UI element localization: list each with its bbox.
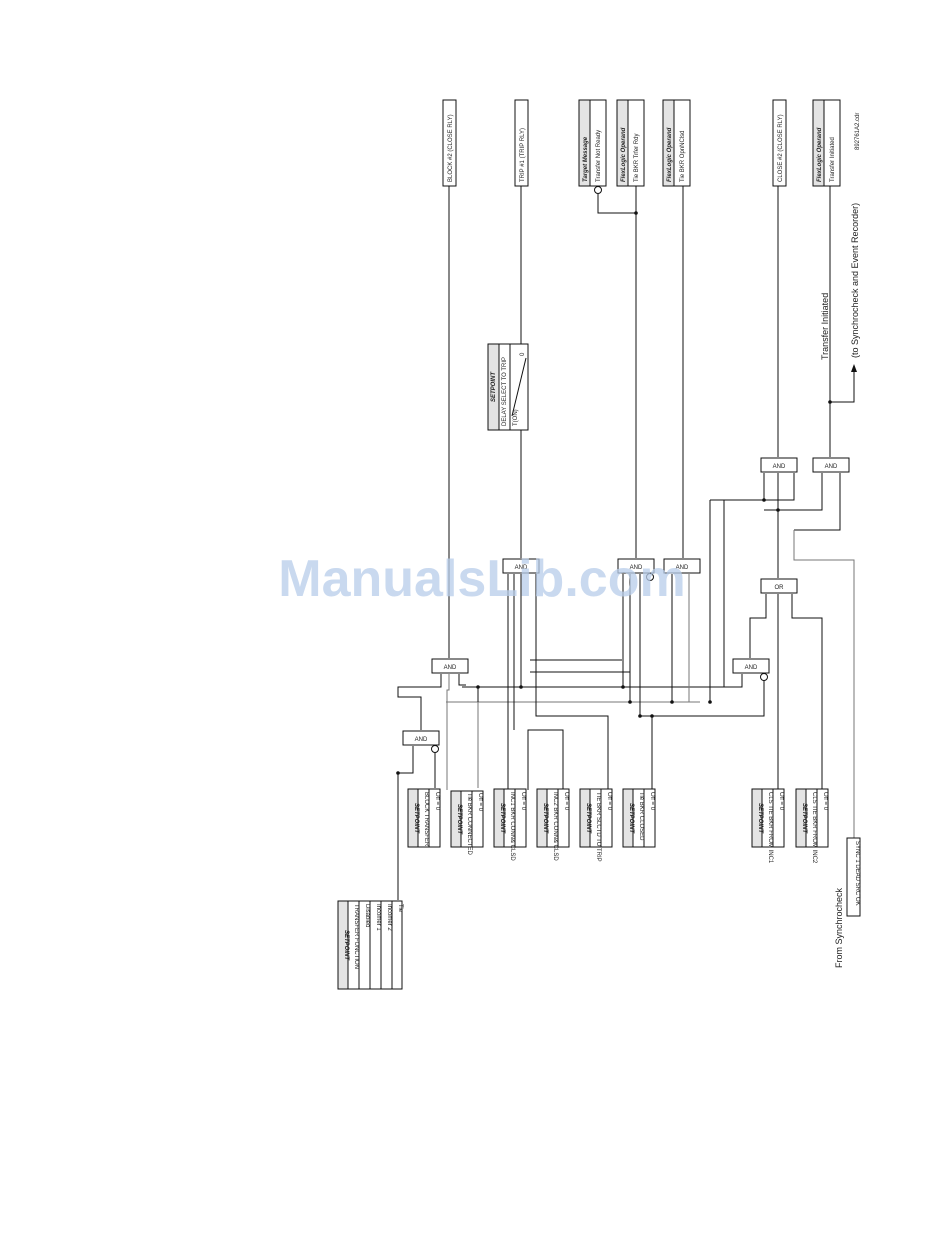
svg-text:AND: AND: [825, 464, 838, 470]
svg-text:SETPOINT: SETPOINT: [491, 371, 497, 402]
wires: [397, 186, 857, 900]
svg-text:Off = 0: Off = 0: [778, 792, 784, 811]
svg-text:CLOSE #2 (CLOSE RLY): CLOSE #2 (CLOSE RLY): [778, 114, 784, 182]
svg-text:Off = 0: Off = 0: [822, 792, 828, 811]
svg-text:Incomer 2: Incomer 2: [386, 904, 392, 931]
setpoint-tie-bkr-closed: SETPOINT Tie BKR CLOSED Off = 0: [622, 788, 656, 848]
setpoint-inc2-bkr: SETPOINT INC2 BKR CONN& CLSD Off = 0: [536, 788, 570, 861]
svg-text:BLOCK #2 (CLOSE RLY): BLOCK #2 (CLOSE RLY): [448, 114, 454, 182]
output-transfer-initiated: FlexLogic Operand Transfer Initiated: [812, 99, 841, 187]
svg-text:Transfer Not Ready: Transfer Not Ready: [596, 130, 602, 182]
setpoint-cls-tie-inc1: SETPOINT CLS TIE BKR FROM INC1 Off = 0: [751, 788, 785, 864]
svg-text:AND: AND: [515, 565, 528, 571]
setpoint-transfer-function: SETPOINT TRANSFER FUNCTION Disabled Inco…: [337, 900, 403, 990]
svg-text:AND: AND: [676, 565, 689, 571]
svg-text:Off = 0: Off = 0: [649, 792, 655, 811]
svg-text:0: 0: [520, 352, 526, 356]
svg-text:Tie BKR CONNECTED: Tie BKR CONNECTED: [466, 793, 472, 855]
svg-text:CLS TIE BKR FROM INC1: CLS TIE BKR FROM INC1: [767, 792, 773, 864]
svg-text:Tie BKR CLOSED: Tie BKR CLOSED: [638, 792, 644, 841]
svg-text:SETPOINT: SETPOINT: [542, 803, 548, 834]
and-gate-8: AND: [812, 457, 850, 473]
svg-text:SETPOINT: SETPOINT: [413, 803, 419, 834]
svg-text:OR: OR: [775, 585, 785, 591]
svg-text:FlexLogic Operand: FlexLogic Operand: [667, 127, 673, 182]
setpoint-delay-timer: SETPOINT DELAY SELECT TO TRIP T(ON) 0: [487, 343, 529, 431]
svg-text:AND: AND: [745, 665, 758, 671]
sync-input-box: SYNC 1 DEAD SRC OK: [846, 837, 861, 917]
svg-text:Transfer Initiated: Transfer Initiated: [830, 137, 836, 182]
svg-text:Tie: Tie: [397, 904, 403, 913]
svg-text:DELAY SELECT TO TRIP: DELAY SELECT TO TRIP: [502, 357, 508, 426]
and-gate-2: AND: [431, 658, 469, 674]
to-synchrocheck-label: (to Synchrocheck and Event Recorder): [850, 203, 860, 358]
output-tie-trfer-rdy: FlexLogic Operand Tie BKR Trfer Rdy: [616, 99, 645, 187]
and-gate-6: AND: [732, 658, 770, 681]
svg-text:Incomer 1: Incomer 1: [375, 904, 381, 931]
svg-text:TRANSFER FUNCTION: TRANSFER FUNCTION: [353, 904, 359, 969]
and-gate-3: AND: [502, 558, 540, 574]
svg-text:BLOCK TRANSFER: BLOCK TRANSFER: [423, 792, 429, 847]
and-gate-1: AND: [402, 730, 440, 753]
svg-text:AND: AND: [444, 665, 457, 671]
svg-text:FlexLogic Operand: FlexLogic Operand: [817, 127, 823, 182]
svg-text:SETPOINT: SETPOINT: [499, 803, 505, 834]
setpoint-inc1-bkr: SETPOINT INC1 BKR CONN& CLSD Off = 0: [493, 788, 527, 861]
svg-text:Off = 0: Off = 0: [520, 792, 526, 811]
svg-text:FlexLogic Operand: FlexLogic Operand: [621, 127, 627, 182]
and-gate-4: AND: [617, 558, 655, 581]
and-gate-5: AND: [663, 558, 701, 574]
and-gate-7: AND: [760, 457, 798, 473]
svg-text:SETPOINT: SETPOINT: [343, 930, 349, 961]
output-close: CLOSE #2 (CLOSE RLY): [772, 99, 787, 187]
svg-text:CLS TIE BKR FROM INC2: CLS TIE BKR FROM INC2: [811, 792, 817, 864]
svg-text:Off = 0: Off = 0: [606, 792, 612, 811]
svg-text:Target Message: Target Message: [583, 136, 589, 182]
output-block-close: BLOCK #2 (CLOSE RLY): [442, 99, 457, 187]
setpoint-cls-tie-inc2: SETPOINT CLS TIE BKR FROM INC2 Off = 0: [795, 788, 829, 864]
or-gate: OR: [760, 578, 798, 594]
from-synchrocheck-label: From Synchrocheck: [834, 887, 844, 968]
svg-text:Tie BKR Trfer Rdy: Tie BKR Trfer Rdy: [634, 134, 640, 182]
output-target-message: Target Message Transfer Not Ready: [578, 99, 607, 194]
svg-text:SETPOINT: SETPOINT: [628, 803, 634, 834]
svg-text:TRIP #1 (TRIP RLY): TRIP #1 (TRIP RLY): [520, 128, 526, 182]
setpoint-block-transfer: SETPOINT BLOCK TRANSFER Off = 0: [407, 788, 441, 848]
svg-text:T(ON): T(ON): [513, 409, 519, 426]
svg-text:Disabled: Disabled: [364, 904, 370, 927]
svg-text:AND: AND: [415, 737, 428, 743]
svg-text:Off = 0: Off = 0: [434, 792, 440, 811]
svg-text:INC1 BKR CONN& CLSD: INC1 BKR CONN& CLSD: [509, 792, 515, 861]
svg-text:SETPOINT: SETPOINT: [801, 803, 807, 834]
svg-text:Off = 0: Off = 0: [477, 793, 483, 812]
transfer-initiated-label: Transfer Initiated: [820, 293, 830, 360]
svg-text:SETPOINT: SETPOINT: [757, 803, 763, 834]
svg-text:AND: AND: [630, 565, 643, 571]
svg-text:INC2 BKR CONN& CLSD: INC2 BKR CONN& CLSD: [552, 792, 558, 861]
figure-id: 892761A2.cdr: [855, 113, 861, 150]
svg-text:AND: AND: [773, 464, 786, 470]
svg-text:SETPOINT: SETPOINT: [456, 804, 462, 835]
svg-text:Tie BKR OpnNClsd: Tie BKR OpnNClsd: [680, 131, 686, 182]
svg-text:Off = 0: Off = 0: [563, 792, 569, 811]
svg-text:SYNC 1 DEAD SRC OK: SYNC 1 DEAD SRC OK: [854, 841, 860, 906]
output-tie-opn-clsd: FlexLogic Operand Tie BKR OpnNClsd: [662, 99, 691, 187]
setpoint-tie-bkr-connected: SETPOINT Tie BKR CONNECTED Off = 0: [450, 790, 484, 855]
output-trip: TRIP #1 (TRIP RLY): [514, 99, 529, 187]
setpoint-tie-slctd-trip: SETPOINT TIE BKR SLCTD TO TRIP Off = 0: [579, 788, 613, 862]
svg-text:TIE BKR SLCTD TO TRIP: TIE BKR SLCTD TO TRIP: [595, 792, 601, 862]
svg-text:SETPOINT: SETPOINT: [585, 803, 591, 834]
watermark: ManualsLib.com: [278, 550, 685, 608]
junction-dots: [396, 211, 832, 775]
